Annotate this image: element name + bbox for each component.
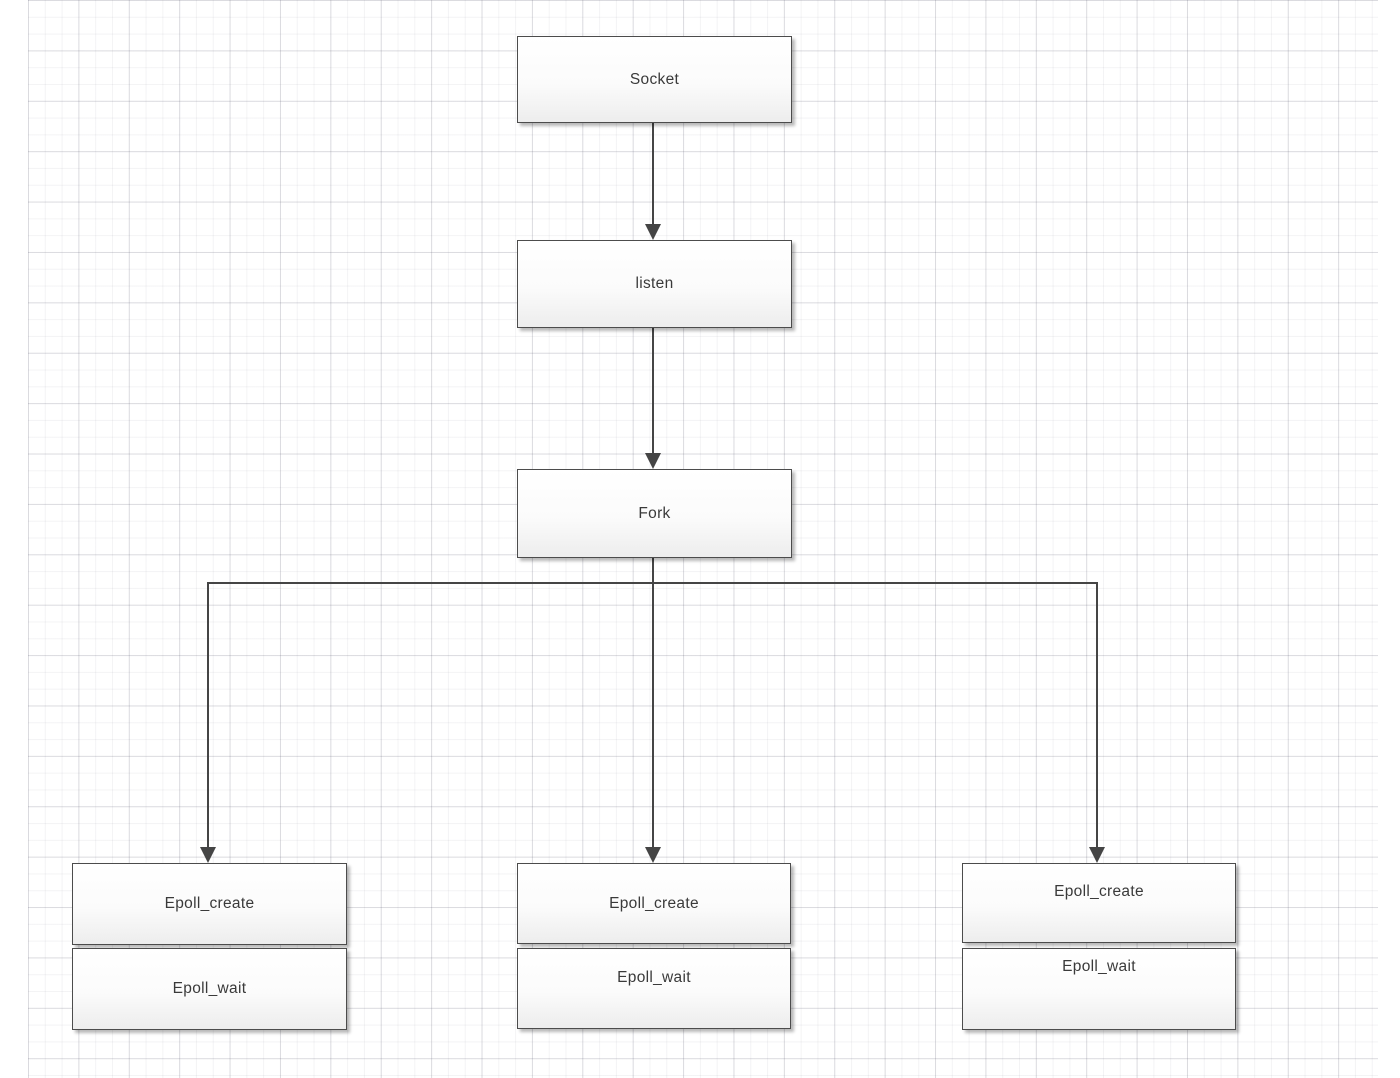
arrowhead-icon-fork[interactable]	[645, 453, 661, 469]
flow-node-epoll-create-middle[interactable]: Epoll_create	[517, 863, 791, 944]
flow-node-fork[interactable]: Fork	[517, 469, 792, 558]
connector-branch-left[interactable]	[207, 582, 209, 847]
connector-fork-middle-branch[interactable]	[652, 558, 654, 848]
node-label-listen: listen	[635, 275, 674, 292]
arrowhead-icon-epoll-right[interactable]	[1089, 847, 1105, 863]
arrowhead-icon-epoll-middle[interactable]	[645, 847, 661, 863]
flow-node-epoll-wait-left[interactable]: Epoll_wait	[72, 948, 347, 1030]
node-label-epoll-create-right: Epoll_create	[1054, 883, 1144, 900]
node-label-epoll-wait-right: Epoll_wait	[1062, 958, 1136, 975]
node-label-epoll-create-left: Epoll_create	[164, 895, 255, 912]
node-label-epoll-wait-left: Epoll_wait	[172, 980, 247, 997]
connector-socket-listen[interactable]	[652, 123, 654, 226]
node-label-epoll-wait-middle: Epoll_wait	[617, 968, 691, 986]
flow-node-epoll-create-left[interactable]: Epoll_create	[72, 863, 347, 945]
connector-branch-horizontal[interactable]	[207, 582, 1098, 584]
flow-node-epoll-wait-right[interactable]: Epoll_wait	[962, 948, 1236, 1030]
connector-listen-fork[interactable]	[652, 328, 654, 455]
arrowhead-icon-listen[interactable]	[645, 224, 661, 240]
connector-branch-right[interactable]	[1096, 582, 1098, 847]
flow-node-epoll-wait-middle[interactable]: Epoll_wait	[517, 948, 791, 1029]
node-label-fork: Fork	[638, 504, 671, 522]
flow-node-listen[interactable]: listen	[517, 240, 792, 328]
flow-node-socket[interactable]: Socket	[517, 36, 792, 123]
flow-node-epoll-create-right[interactable]: Epoll_create	[962, 863, 1236, 943]
node-label-epoll-create-middle: Epoll_create	[609, 894, 699, 912]
node-label-socket: Socket	[629, 70, 680, 88]
arrowhead-icon-epoll-left[interactable]	[200, 847, 216, 863]
